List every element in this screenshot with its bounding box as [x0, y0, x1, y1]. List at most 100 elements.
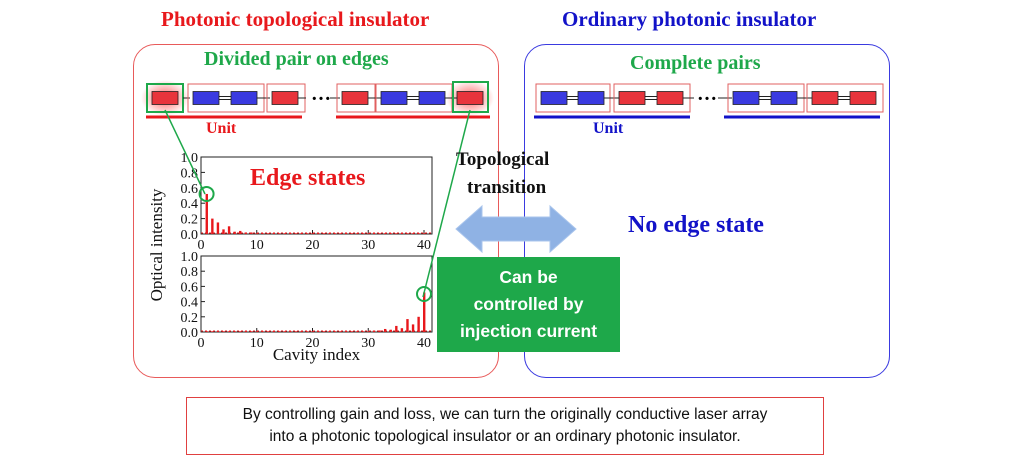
- x-tick-label: 0: [198, 238, 205, 253]
- intensity-bar: [356, 331, 359, 332]
- gain-cavity: [849, 91, 877, 105]
- intensity-bar: [261, 331, 264, 332]
- intensity-bar: [205, 331, 208, 332]
- loss-cavity: [418, 91, 446, 105]
- x-tick-label: 40: [417, 336, 431, 351]
- gain-cavity: [656, 91, 684, 105]
- intensity-bar: [372, 233, 376, 234]
- intensity-bar: [244, 331, 247, 332]
- injection-current-box: Can be controlled by injection current: [437, 257, 620, 352]
- intensity-bar: [400, 328, 404, 332]
- intensity-bar: [255, 331, 259, 332]
- y-tick-label: 1.0: [181, 250, 199, 265]
- intensity-bar: [361, 233, 365, 234]
- intensity-bar: [350, 233, 353, 234]
- y-tick-label: 0.0: [181, 228, 199, 243]
- edge-highlight-circle: [198, 185, 215, 202]
- no-edge-state-label: No edge state: [628, 212, 764, 238]
- ellipsis-right: …: [697, 83, 717, 105]
- left-laser-array: [141, 80, 494, 119]
- intensity-bar: [205, 193, 208, 234]
- pointer-line-right: [422, 109, 471, 298]
- edge-highlight-circle: [416, 286, 432, 302]
- control-line-3: injection current: [459, 321, 598, 341]
- intensity-bar: [317, 233, 320, 234]
- loss-cavity: [230, 91, 258, 105]
- intensity-bar: [328, 331, 331, 332]
- intensity-bar: [294, 331, 298, 332]
- chart-frame: [200, 255, 433, 333]
- intensity-bar: [239, 331, 242, 332]
- intensity-bar: [339, 331, 342, 332]
- x-tick-label: 20: [306, 336, 320, 351]
- gain-cavity: [456, 91, 484, 105]
- intensity-bar: [383, 233, 387, 234]
- intensity-bar: [417, 316, 420, 332]
- intensity-bar: [317, 331, 320, 332]
- intensity-bar: [339, 233, 342, 234]
- intensity-bar: [255, 233, 259, 234]
- topological-panel: [133, 44, 499, 378]
- unit-label-right: Unit: [593, 120, 624, 137]
- intensity-bar: [239, 230, 242, 234]
- intensity-bar: [356, 233, 359, 234]
- complete-pairs-heading: Complete pairs: [630, 52, 761, 74]
- intensity-bar: [261, 233, 264, 234]
- gain-cavity: [271, 91, 299, 105]
- intensity-bar: [383, 328, 387, 332]
- x-axis-label: Cavity index: [273, 345, 361, 364]
- intensity-bar: [227, 226, 231, 234]
- pointer-line-left: [164, 109, 206, 195]
- control-line-1: Can be: [499, 267, 558, 287]
- transition-double-arrow: [455, 204, 577, 254]
- x-tick-label: 30: [361, 336, 375, 351]
- caption-box: By controlling gain and loss, we can tur…: [186, 397, 824, 455]
- intensity-bar: [278, 331, 281, 332]
- intensity-bar: [311, 233, 314, 234]
- loss-cavity: [732, 91, 760, 105]
- y-tick-label: 0.4: [181, 296, 199, 311]
- loss-cavity: [540, 91, 568, 105]
- y-axis-label: Optical intensity: [147, 188, 166, 301]
- intensity-bar: [311, 331, 314, 332]
- intensity-bar: [305, 331, 309, 332]
- transition-label-line1: Topological: [456, 149, 550, 170]
- caption-line-1: By controlling gain and loss, we can tur…: [242, 406, 768, 423]
- intensity-bar: [361, 331, 365, 332]
- intensity-bar: [400, 233, 404, 234]
- gain-cavity: [618, 91, 646, 105]
- intensity-bar: [266, 233, 270, 234]
- intensity-bar: [395, 325, 398, 332]
- gain-cavity: [151, 91, 179, 105]
- intensity-bar: [344, 331, 348, 332]
- y-tick-label: 0.6: [181, 182, 199, 197]
- loss-cavity: [577, 91, 605, 105]
- intensity-bar: [283, 233, 287, 234]
- intensity-bar: [283, 331, 287, 332]
- intensity-bar: [423, 292, 426, 332]
- intensity-bar: [305, 233, 309, 234]
- intensity-bar: [233, 331, 236, 332]
- intensity-bar: [378, 330, 381, 332]
- intensity-bar: [294, 233, 298, 234]
- intensity-bar: [344, 233, 348, 234]
- y-tick-label: 0.4: [181, 197, 199, 212]
- intensity-bar: [250, 232, 253, 234]
- intensity-bar: [278, 233, 281, 234]
- loss-cavity: [770, 91, 798, 105]
- intensity-bar: [211, 331, 214, 332]
- right-title: Ordinary photonic insulator: [562, 7, 817, 31]
- transition-label-line2: transition: [467, 177, 547, 198]
- intensity-bar: [395, 233, 398, 234]
- intensity-bar: [211, 218, 214, 234]
- y-tick-label: 1.0: [181, 151, 199, 166]
- y-tick-label: 0.6: [181, 280, 199, 295]
- x-tick-label: 30: [361, 238, 375, 253]
- intensity-bar: [289, 331, 292, 332]
- intensity-bar: [222, 331, 225, 332]
- intensity-bar: [272, 233, 275, 234]
- ellipsis-left: …: [311, 83, 331, 105]
- intensity-bar: [227, 331, 231, 332]
